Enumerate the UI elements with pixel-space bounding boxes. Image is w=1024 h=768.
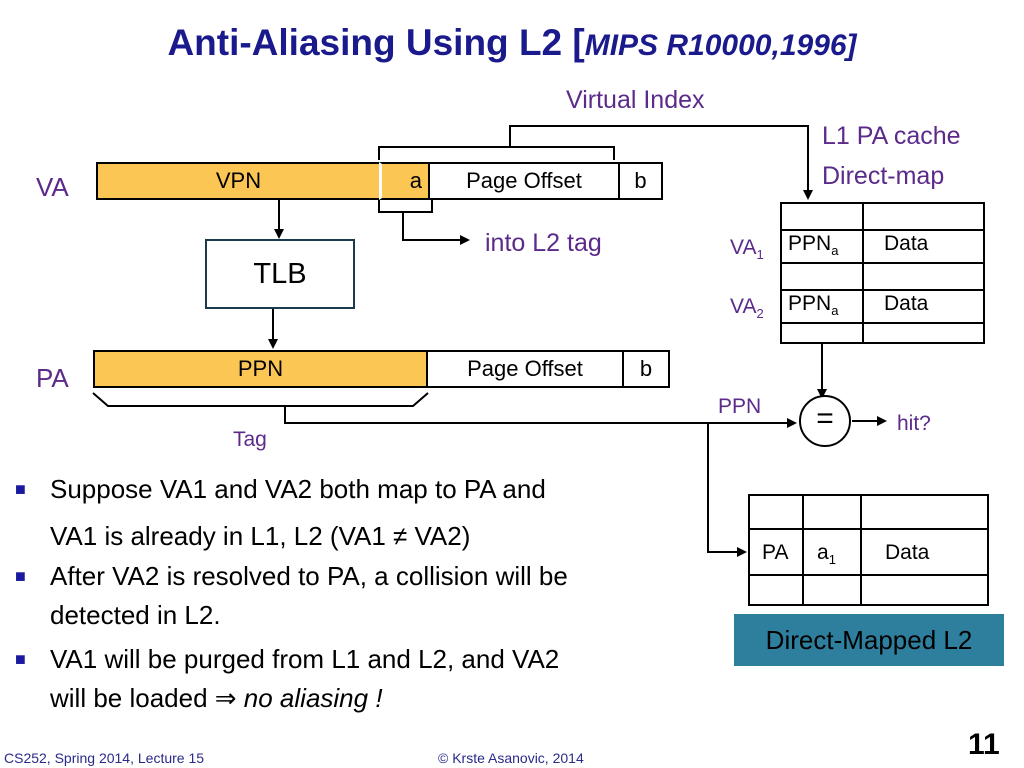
l1-row2-label-text: VA — [730, 295, 757, 318]
bullet-3-line-2-plain: will be loaded ⇒ — [50, 683, 244, 713]
l1-row1-ppn: PPNa — [788, 232, 838, 258]
va-page-offset-field: Page Offset — [428, 162, 620, 200]
bullet-2-line-2: detected in L2. — [50, 600, 221, 630]
footer-copyright: © Krste Asanovic, 2014 — [438, 750, 584, 766]
l1-row1-label-text: VA — [730, 236, 757, 259]
virtual-index-arrow — [509, 125, 813, 200]
l1-row1-data: Data — [884, 232, 929, 255]
bullet-3: ■ VA1 will be purged from L1 and L2, and… — [15, 640, 690, 718]
into-l2-tag-label: into L2 tag — [485, 229, 602, 257]
l1-row2-label: VA2 — [730, 295, 764, 321]
pa-ppn-field: PPN — [93, 350, 428, 388]
tag-comparator-arrow — [284, 406, 797, 428]
va-b-field: b — [618, 162, 663, 200]
l2-data-cell: Data — [885, 541, 930, 564]
l1-row1-ppn-sub: a — [831, 243, 839, 259]
bullet-square-icon: ■ — [15, 649, 26, 669]
l1-cache-label-2: Direct-map — [822, 162, 945, 190]
tlb-box: TLB — [205, 239, 355, 309]
l1-row1-label: VA1 — [730, 236, 764, 262]
ppn-arrow-label: PPN — [718, 395, 762, 418]
tag-bracket — [92, 392, 429, 407]
l2-tag-arrow — [402, 212, 470, 245]
va-a-text: a — [409, 168, 422, 193]
l2-a-text: a — [817, 541, 829, 564]
l1-cache-table: PPNa Data PPNa Data — [780, 202, 985, 344]
bullet-1-line-2: VA1 is already in L1, L2 (VA1 ≠ VA2) — [50, 521, 471, 551]
comparator-circle — [799, 395, 851, 447]
pa-page-offset-field: Page Offset — [426, 350, 624, 388]
l2-cache-table: PA a1 Data — [748, 494, 989, 606]
virtual-index-label: Virtual Index — [566, 86, 705, 114]
bullet-3-line-1: VA1 will be purged from L1 and L2, and V… — [50, 644, 560, 674]
title-italic: MIPS R10000,1996] — [584, 29, 857, 62]
l2-pa-cell: PA — [762, 541, 789, 564]
l1-row1-label-sub: 1 — [756, 247, 764, 263]
footer-course: CS252, Spring 2014, Lecture 15 — [4, 750, 205, 766]
va-page-offset-text: Page Offset — [466, 168, 582, 193]
l1-row2-label-sub: 2 — [756, 306, 764, 322]
bullet-1: ■ Suppose VA1 and VA2 both map to PA and… — [15, 470, 680, 556]
va-b-text: b — [634, 168, 647, 193]
hit-label: hit? — [897, 412, 931, 435]
pa-b-text: b — [639, 356, 653, 381]
comparator-symbol: = — [816, 402, 834, 435]
title-main: Anti-Aliasing Using L2 [ — [167, 22, 585, 63]
l2-a-cell: a1 — [817, 541, 836, 567]
l1-cache-label-1: L1 PA cache — [822, 122, 961, 150]
bullet-square-icon: ■ — [15, 479, 26, 499]
a-bracket — [378, 200, 433, 213]
bullet-3-line-2: will be loaded ⇒ no aliasing ! — [50, 679, 690, 718]
l1-row2-ppn: PPNa — [788, 292, 838, 318]
tag-label: Tag — [233, 428, 267, 451]
va-a-field: a — [379, 162, 430, 200]
page-number: 11 — [968, 728, 1000, 761]
pa-b-field: b — [622, 350, 670, 388]
va-vpn-text: VPN — [215, 168, 262, 193]
tag-l2-arrow — [707, 423, 747, 557]
va-label: VA — [36, 172, 69, 202]
bullet-2-line-1: After VA2 is resolved to PA, a collision… — [50, 561, 568, 591]
bullet-1-line-1: Suppose VA1 and VA2 both map to PA and — [50, 474, 546, 504]
l1-row2-ppn-sub: a — [831, 303, 839, 319]
va-vpn-field: VPN — [96, 162, 381, 200]
l1-row2-data: Data — [884, 292, 929, 315]
tlb-text: TLB — [253, 257, 307, 290]
bullet-3-line-2-italic: no aliasing ! — [243, 683, 383, 713]
bullet-2: ■ After VA2 is resolved to PA, a collisi… — [15, 557, 690, 635]
l2-caption: Direct-Mapped L2 — [734, 614, 1004, 666]
virtual-index-bracket — [378, 146, 615, 160]
l1-row2-ppn-text: PPN — [788, 292, 832, 315]
bullet-square-icon: ■ — [15, 566, 26, 586]
l2-a-sub: 1 — [828, 552, 836, 568]
pa-ppn-text: PPN — [237, 356, 284, 381]
pa-label: PA — [36, 363, 69, 393]
l1-row1-ppn-text: PPN — [788, 232, 832, 255]
slide-title: Anti-Aliasing Using L2 [MIPS R10000,1996… — [0, 22, 1024, 64]
pa-page-offset-text: Page Offset — [467, 356, 583, 381]
